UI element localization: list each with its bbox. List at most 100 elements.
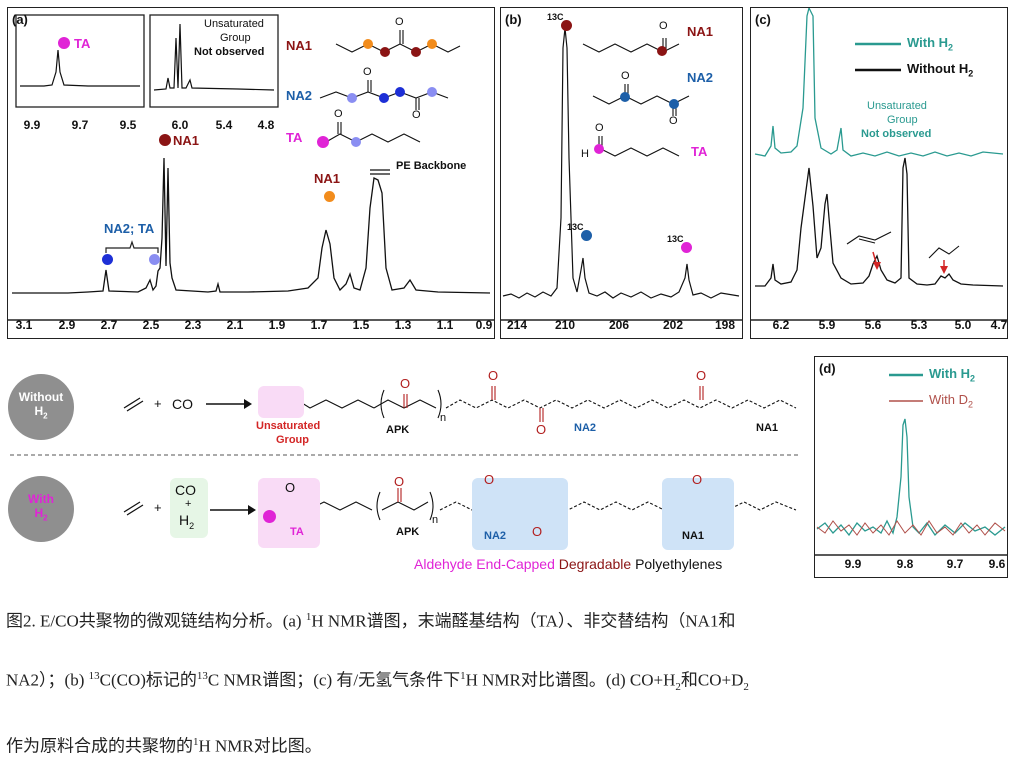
panel-d-spectrum	[815, 373, 1007, 556]
inset-unsat-line2: Group	[220, 32, 251, 44]
caption-line-1: 图2. E/CO共聚物的微观链结构分析。(a) 1H NMR谱图，末端醛基结构（…	[6, 611, 736, 631]
struct-c13-marker	[594, 144, 604, 154]
o-label: O	[536, 422, 547, 437]
scheme-co-2: CO	[175, 482, 196, 498]
na1-orange-dot	[324, 191, 335, 202]
n-subscript: n	[440, 412, 447, 424]
tick: 198	[714, 318, 736, 332]
scheme-plus-small: +	[185, 498, 192, 510]
struct-c13-marker	[669, 99, 679, 109]
tick: 4.8	[257, 118, 275, 132]
tick: 9.7	[71, 118, 89, 132]
inset-unsat-line3: Not observed	[194, 46, 265, 58]
panel-d-label: (d)	[819, 361, 836, 376]
unsat-line1: Unsaturated	[867, 100, 927, 112]
panel-c-ticks: 6.2 5.9 5.6 5.3 5.0 4.7	[751, 318, 1008, 336]
o-label: O	[400, 376, 411, 391]
unsat-highlight	[258, 386, 304, 418]
panel-c-label: (c)	[755, 12, 771, 27]
panel-a: (a) TA 9.9 9.7 9.5 Unsaturated Group Not…	[7, 7, 495, 339]
struct-ta-h-dot	[317, 136, 329, 148]
panel-d: (d) With H2 With D2 9.9 9.8 9.7 9.6	[814, 356, 1008, 578]
c13-label: 13C	[567, 222, 584, 232]
tick: 9.7	[946, 557, 964, 571]
tick: 3.1	[15, 318, 33, 332]
inset2-ticks: 6.0 5.4 4.8	[8, 118, 494, 136]
struct-h: H	[581, 148, 589, 160]
struct-o: O	[595, 122, 604, 134]
legend-with-h2: With H2	[929, 366, 976, 384]
tick: 1.5	[352, 318, 370, 332]
scheme-plus: +	[154, 500, 162, 515]
tick: 2.9	[58, 318, 76, 332]
tick: 206	[608, 318, 630, 332]
struct-ta-label: TA	[286, 130, 303, 145]
tick: 210	[554, 318, 576, 332]
reaction-scheme: Without H2 + CO Unsaturated Group APK n …	[0, 350, 810, 580]
tick: 5.4	[215, 118, 233, 132]
without-h2-badge: Without H2	[8, 374, 74, 440]
na1-label: NA1	[756, 422, 779, 434]
footer-degradable: Degradable	[558, 556, 632, 572]
struct-o: O	[669, 115, 678, 127]
struct-o: O	[621, 70, 630, 82]
footer-pe: Polyethylenes	[635, 556, 723, 572]
tick: 9.8	[896, 557, 914, 571]
legend-with-d2: With D2	[929, 392, 974, 410]
legend-with-h2: With H2	[907, 35, 954, 53]
tick: 1.1	[436, 318, 454, 332]
caption-line-2: NA2）；(b) 13C(CO)标记的13C NMR谱图；(c) 有/无氢气条件…	[6, 669, 749, 693]
legend-without-h2: Without H2	[907, 61, 974, 79]
panel-a-label: (a)	[12, 12, 28, 27]
tick: 5.3	[910, 318, 928, 332]
tick: 5.0	[954, 318, 972, 332]
struct-na1-maroon-dot	[411, 47, 421, 57]
c13-maroon-peak-marker	[561, 20, 572, 31]
inset-unsat-line1: Unsaturated	[204, 18, 264, 30]
c13-label: 13C	[547, 12, 564, 22]
struct-na2-lightblue-dot	[427, 87, 437, 97]
unsat-group-label1: Unsaturated	[256, 420, 321, 432]
na1-highlight	[662, 478, 734, 550]
struct-na2-label: NA2	[687, 70, 714, 85]
tick: 4.7	[990, 318, 1008, 332]
inset-ta-label: TA	[74, 36, 91, 51]
struct-ta-lightblue-dot	[351, 137, 361, 147]
struct-na1-maroon-dot	[380, 47, 390, 57]
o-label: O	[488, 368, 499, 383]
ta-h-dot	[58, 37, 70, 49]
struct-na2-label: NA2	[286, 88, 313, 103]
peak-na1-ch2-label: NA1	[314, 171, 341, 186]
panel-b-spectrum	[501, 27, 742, 321]
na2-label: NA2	[574, 422, 597, 434]
tick: 214	[506, 318, 528, 332]
struct-na2-blue-dot	[395, 87, 405, 97]
struct-na2-o: O	[363, 66, 372, 78]
o-label: O	[696, 368, 707, 383]
ta-o-label: O	[285, 480, 296, 495]
tick: 6.2	[772, 318, 790, 332]
apk-label: APK	[386, 424, 410, 436]
na2-highlight	[472, 478, 568, 550]
c13-label: 13C	[667, 234, 684, 244]
na1-label-bottom: NA1	[682, 530, 705, 542]
footer-aldehyde: Aldehyde End-Capped	[414, 556, 555, 572]
n-subscript: n	[432, 514, 439, 526]
tick: 1.7	[310, 318, 328, 332]
struct-c13-marker	[657, 46, 667, 56]
struct-na2-blue-dot	[379, 93, 389, 103]
tick: 6.0	[171, 118, 189, 132]
struct-c13-marker	[620, 92, 630, 102]
o-label: O	[484, 472, 495, 487]
c13-blue-peak-marker	[581, 230, 592, 241]
na2-blue-dot	[102, 254, 113, 265]
panel-a-spectrum	[8, 14, 494, 321]
scheme-co: CO	[172, 396, 193, 412]
o-label: O	[692, 472, 703, 487]
tick: 2.7	[100, 318, 118, 332]
peak-na2-ta-label: NA2; TA	[104, 221, 155, 236]
tick: 9.9	[844, 557, 862, 571]
pe-backbone-label: PE Backbone	[396, 160, 467, 172]
struct-na1-orange-dot	[363, 39, 373, 49]
figure-caption: 图2. E/CO共聚物的微观链结构分析。(a) 1H NMR谱图，末端醛基结构（…	[6, 598, 1026, 765]
